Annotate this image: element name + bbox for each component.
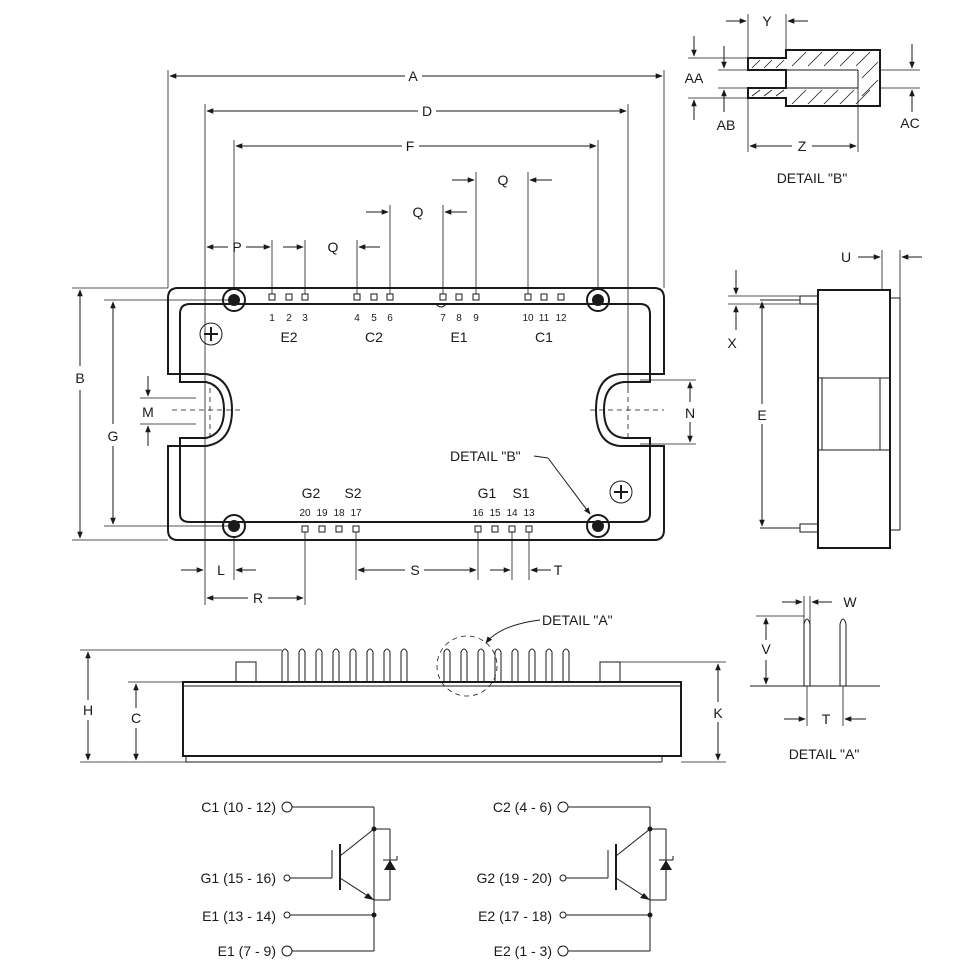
pin-number: 7: [440, 313, 446, 324]
igbt-icon: [331, 828, 375, 901]
terminal-icon: [283, 874, 291, 882]
dim-label-aa: AA: [685, 70, 704, 86]
terminal-icon: [559, 874, 567, 882]
dim-label-p: P: [232, 239, 241, 255]
terminal-icon: [557, 945, 569, 957]
schematic-left: C1 (10 - 12) G1 (15 - 16) E1 (13 - 14) E…: [201, 799, 398, 959]
dim-label-k: K: [713, 705, 723, 721]
pin-number: 6: [387, 313, 393, 324]
pin-number: 5: [371, 313, 377, 324]
dim-label-l: L: [217, 562, 225, 578]
dim-label-g: G: [108, 428, 119, 444]
pin-number: 12: [555, 313, 567, 324]
terminal-icon: [281, 801, 293, 813]
pin-number: 11: [539, 313, 550, 324]
igbt-icon: [607, 828, 651, 901]
pin-group-label: S2: [344, 485, 361, 501]
detail-a-title: DETAIL "A": [789, 746, 860, 762]
terminal-label: G2 (19 - 20): [477, 870, 552, 886]
dim-label-v: V: [761, 641, 771, 657]
mounting-hole-icon: [586, 288, 610, 312]
detail-a-callout: DETAIL "A": [542, 612, 613, 628]
dim-label-t: T: [822, 711, 831, 727]
dim-label-t: T: [554, 562, 563, 578]
side-view: U X E: [727, 249, 922, 549]
detail-b-title: DETAIL "B": [777, 170, 848, 186]
dim-label-d: D: [422, 103, 432, 119]
screw-icon: [199, 322, 223, 346]
dim-label-h: H: [83, 702, 93, 718]
pin-number: 10: [522, 313, 534, 324]
pin-group-label: C2: [365, 329, 383, 345]
pin-number: 1: [269, 313, 275, 324]
detail-b-callout: DETAIL "B": [450, 448, 521, 464]
terminal-label: C1 (10 - 12): [201, 799, 276, 815]
pin-number: 4: [354, 313, 360, 324]
dim-label-ab: AB: [717, 117, 736, 133]
dim-label-q: Q: [328, 239, 339, 255]
pin-number: 13: [523, 508, 535, 519]
pin-group-label: C1: [535, 329, 553, 345]
diode-icon: [383, 856, 398, 870]
terminal-icon: [283, 911, 291, 919]
terminal-label: E1 (7 - 9): [218, 943, 276, 959]
terminal-label: E1 (13 - 14): [202, 908, 276, 924]
dim-label-q: Q: [498, 172, 509, 188]
dim-label-e: E: [757, 407, 766, 423]
dim-label-y: Y: [762, 13, 772, 29]
pin-group-label: G1: [478, 485, 497, 501]
dim-label-f: F: [406, 138, 415, 154]
dim-label-n: N: [685, 405, 695, 421]
pin-number: 8: [456, 313, 462, 324]
module-inner-outline: [179, 303, 651, 523]
dim-label-w: W: [843, 594, 857, 610]
top-pin-squares: [268, 293, 565, 301]
terminal-label: C2 (4 - 6): [493, 799, 552, 815]
dim-label-c: C: [131, 710, 141, 726]
terminal-label: E2 (17 - 18): [478, 908, 552, 924]
terminal-icon: [557, 801, 569, 813]
detail-a-view: W V T DETAIL "A": [750, 594, 880, 762]
dim-label-u: U: [841, 249, 851, 265]
pin-number: 17: [350, 508, 362, 519]
dim-label-b: B: [75, 370, 84, 386]
dim-label-q: Q: [413, 204, 424, 220]
bottom-pin-squares: [301, 525, 533, 533]
terminal-icon: [281, 945, 293, 957]
pin-group-label: E2: [280, 329, 297, 345]
pin-number: 15: [489, 508, 501, 519]
schematic-right: C2 (4 - 6) G2 (19 - 20) E2 (17 - 18) E2 …: [477, 799, 674, 959]
pin-number: 18: [333, 508, 345, 519]
diode-icon: [659, 856, 674, 870]
pin-number: 16: [472, 508, 484, 519]
pin-group-label: S1: [512, 485, 529, 501]
detail-b-view: Y AA AB AC Z DETAIL "B": [685, 13, 920, 186]
terminal-label: G1 (15 - 16): [201, 870, 276, 886]
pin-number: 2: [286, 313, 292, 324]
top-view: 1 2 3 4 5 6 7 8 9 10 11 12 E2 C2 E1 C1 2…: [72, 68, 696, 606]
pin-number: 19: [316, 508, 328, 519]
terminal-icon: [559, 911, 567, 919]
pin-group-label: E1: [450, 329, 467, 345]
pin-number: 9: [473, 313, 479, 324]
mounting-hole-icon: [586, 514, 610, 538]
module-outline: [167, 287, 665, 541]
dim-label-x: X: [727, 335, 737, 351]
pin-number: 20: [299, 508, 311, 519]
front-view: DETAIL "A" H C K: [80, 612, 726, 763]
pin-number: 14: [506, 508, 518, 519]
pin-number: 3: [302, 313, 308, 324]
screw-icon: [609, 480, 633, 504]
dim-label-r: R: [253, 590, 263, 606]
dim-label-z: Z: [798, 138, 807, 154]
dim-label-m: M: [142, 404, 154, 420]
terminal-label: E2 (1 - 3): [494, 943, 552, 959]
dim-label-s: S: [410, 562, 419, 578]
dim-label-ac: AC: [900, 115, 919, 131]
dim-label-a: A: [408, 68, 418, 84]
pin-group-label: G2: [302, 485, 321, 501]
